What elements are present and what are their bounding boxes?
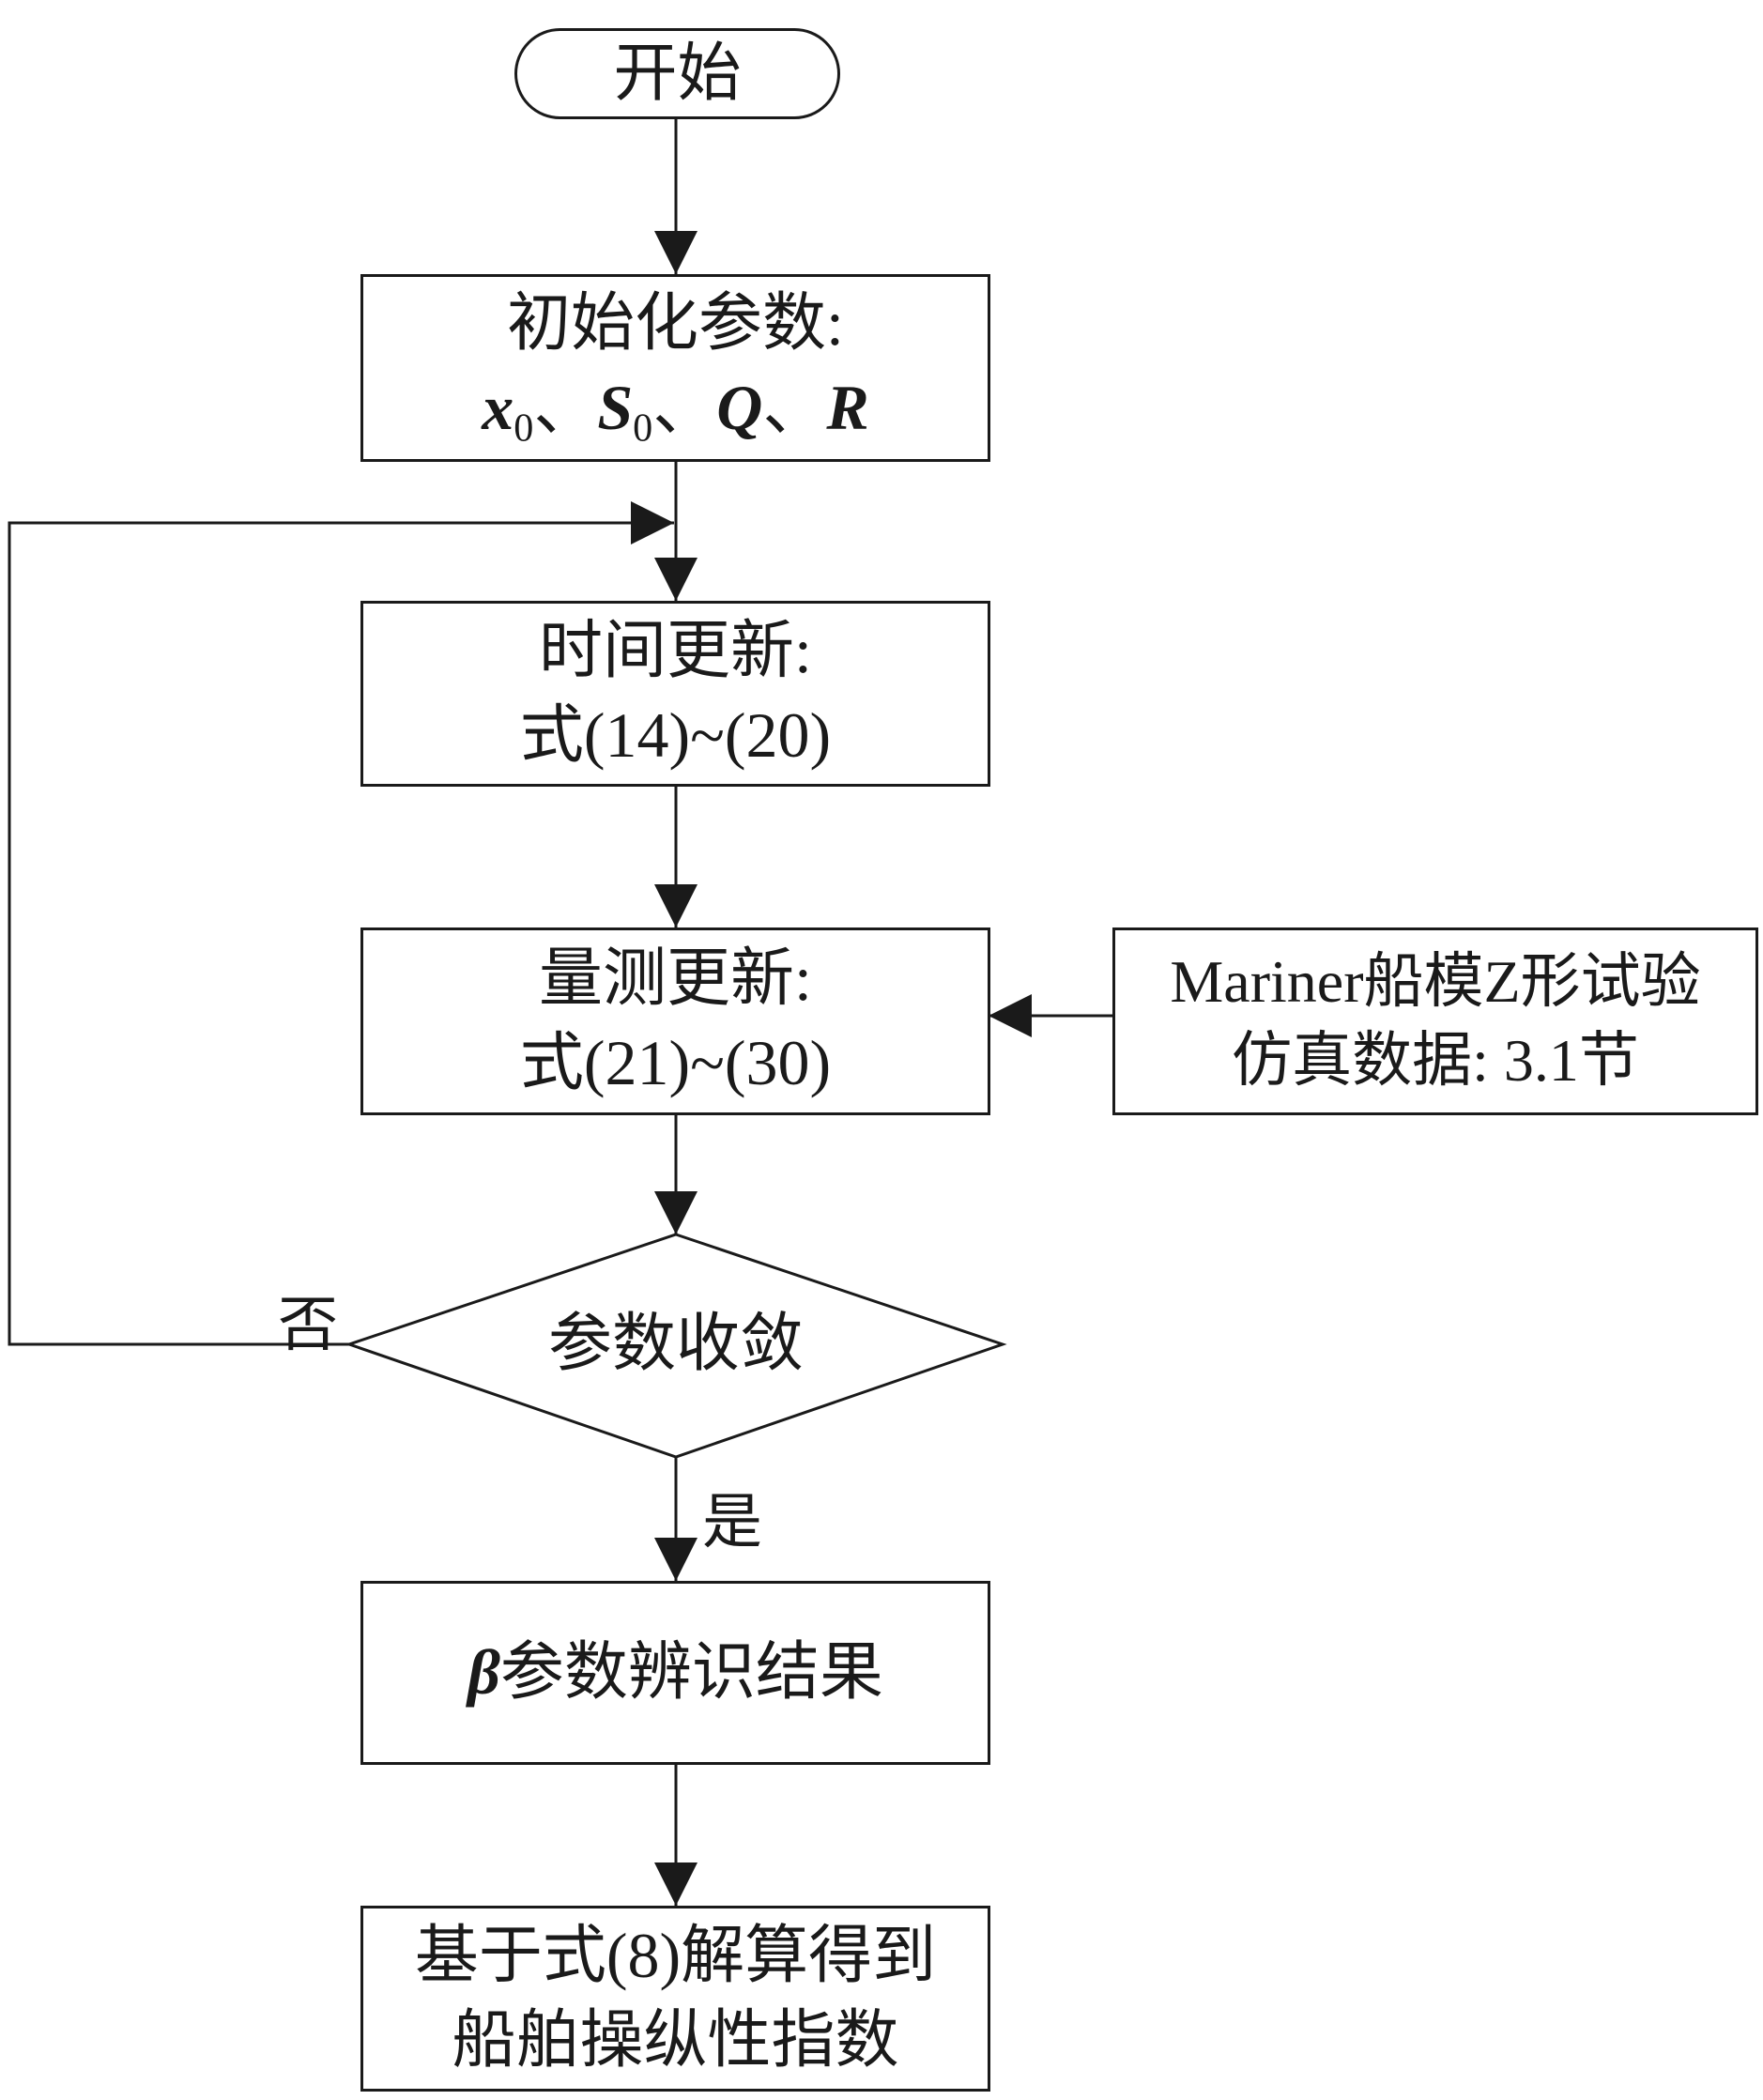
result-text: β参数辨识结果 bbox=[468, 1631, 883, 1715]
final-subtitle: 船舶操纵性指数 bbox=[452, 2004, 899, 2076]
var-r: R bbox=[826, 371, 869, 443]
sim-data-box: Mariner船模Z形试验 仿真数据: 3.1节 bbox=[1112, 927, 1758, 1115]
final-title: 基于式(8)解算得到 bbox=[414, 1920, 937, 1992]
start-label: 开始 bbox=[613, 37, 742, 109]
sim-data-section: 仿真数据: 3.1节 bbox=[1232, 1027, 1639, 1094]
time-update-box: 时间更新: 式(14)~(20) bbox=[360, 601, 990, 787]
meas-update-formula: 式(21)~(30) bbox=[519, 1027, 832, 1098]
start-node: 开始 bbox=[514, 28, 840, 119]
separator: 、 bbox=[762, 371, 827, 443]
final-box: 基于式(8)解算得到 船舶操纵性指数 bbox=[360, 1906, 990, 2092]
meas-update-box: 量测更新: 式(21)~(30) bbox=[360, 927, 990, 1115]
var-s: S bbox=[597, 371, 634, 443]
decision-label: 参数收敛 bbox=[547, 1308, 804, 1380]
result-label: 参数辨识结果 bbox=[499, 1636, 883, 1709]
beta-symbol: β bbox=[468, 1636, 500, 1709]
arrow-decision-no-loop bbox=[8, 501, 674, 1346]
var-x: x bbox=[482, 371, 514, 443]
sim-data-title: Mariner船模Z形试验 bbox=[1170, 947, 1701, 1015]
time-update-formula: 式(14)~(20) bbox=[519, 699, 832, 771]
yes-label: 是 bbox=[702, 1489, 762, 1556]
init-params-title: 初始化参数: bbox=[507, 286, 844, 359]
init-params-box: 初始化参数: x0、S0、Q、R bbox=[360, 274, 990, 462]
result-box: β参数辨识结果 bbox=[360, 1581, 990, 1765]
no-label: 否 bbox=[278, 1292, 338, 1358]
separator: 、 bbox=[533, 371, 598, 443]
time-update-title: 时间更新: bbox=[539, 615, 812, 687]
decision-label-box: 参数收敛 bbox=[441, 1297, 911, 1391]
meas-update-title: 量测更新: bbox=[539, 943, 812, 1015]
separator: 、 bbox=[652, 371, 717, 443]
var-x-subscript: 0 bbox=[514, 406, 534, 451]
var-q: Q bbox=[716, 371, 763, 443]
init-params-vars: x0、S0、Q、R bbox=[482, 366, 869, 454]
decision-diamond bbox=[345, 1233, 1007, 1459]
var-s-subscript: 0 bbox=[633, 406, 653, 451]
